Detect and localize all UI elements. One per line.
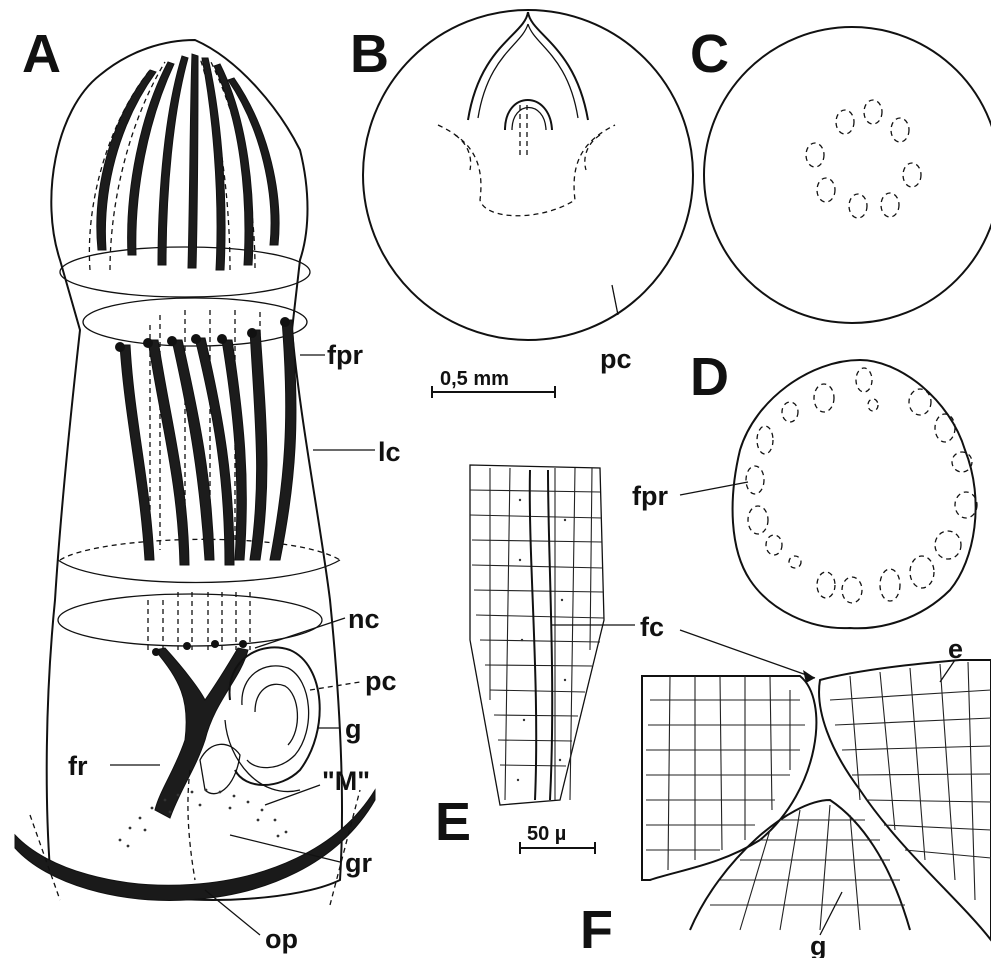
groove-b-left-inner [478, 24, 528, 118]
section-c-strands [806, 100, 921, 218]
tissue-f-right-lobe [819, 660, 991, 940]
panel-letter-c: C [690, 24, 729, 84]
panel-letter-a: A [22, 24, 61, 84]
panel-b: B pc 0,5 mm [350, 10, 693, 398]
section-c-outline [704, 27, 991, 323]
panel-e: E fc 50 µ [435, 465, 815, 854]
label-fr: fr [68, 751, 88, 781]
panel-letter-d: D [690, 347, 729, 407]
cut-ring-3-front [58, 560, 340, 583]
label-nc: nc [348, 604, 380, 634]
panel-letter-f: F [580, 900, 613, 958]
g-f-pointer [820, 892, 842, 935]
label-gr: gr [345, 848, 372, 878]
groove-b-left-outer [468, 12, 528, 120]
fc-pointer-f [680, 630, 815, 678]
cut-ring-1 [60, 247, 310, 297]
operculum-band [15, 790, 375, 900]
groove-b-right-outer [528, 12, 588, 120]
section-b-outline [363, 10, 693, 340]
label-fpr-d: fpr [632, 481, 668, 511]
label-e: e [948, 634, 963, 664]
middle-strands [115, 310, 296, 565]
groove-line [188, 770, 195, 880]
section-d-strands [746, 368, 977, 603]
label-op: op [265, 924, 298, 954]
label-pc-b: pc [600, 344, 632, 374]
panel-letter-e: E [435, 792, 471, 852]
tissue-f-cells [646, 662, 991, 930]
label-g-f: g [810, 931, 827, 958]
fpr-d-pointer [680, 482, 748, 495]
scale-label-b: 0,5 mm [440, 368, 509, 390]
central-canal-e-left [530, 470, 536, 800]
arch-b-inner [512, 108, 546, 131]
label-g-a: g [345, 714, 362, 744]
panel-d: D fpr [632, 347, 977, 628]
panel-a: A fpr lc nc pc g fr "M" gr op [15, 24, 401, 954]
lower-strands [148, 592, 250, 818]
outline-b-dashed [438, 125, 615, 216]
label-fc: fc [640, 612, 664, 642]
pc-b-pointer [612, 285, 618, 315]
panel-c: C [690, 24, 991, 323]
scale-label-e: 50 µ [527, 823, 566, 845]
label-lc: lc [378, 437, 401, 467]
panel-letter-b: B [350, 24, 389, 84]
label-pc-a: pc [365, 666, 397, 696]
label-m: "M" [322, 766, 370, 796]
dotted-region [119, 789, 288, 848]
section-d-outline [733, 360, 976, 628]
panel-f: F e g [580, 634, 991, 958]
central-canal-e-right [548, 470, 552, 800]
label-fpr-a: fpr [327, 340, 363, 370]
cut-ring-3-back [60, 539, 340, 560]
